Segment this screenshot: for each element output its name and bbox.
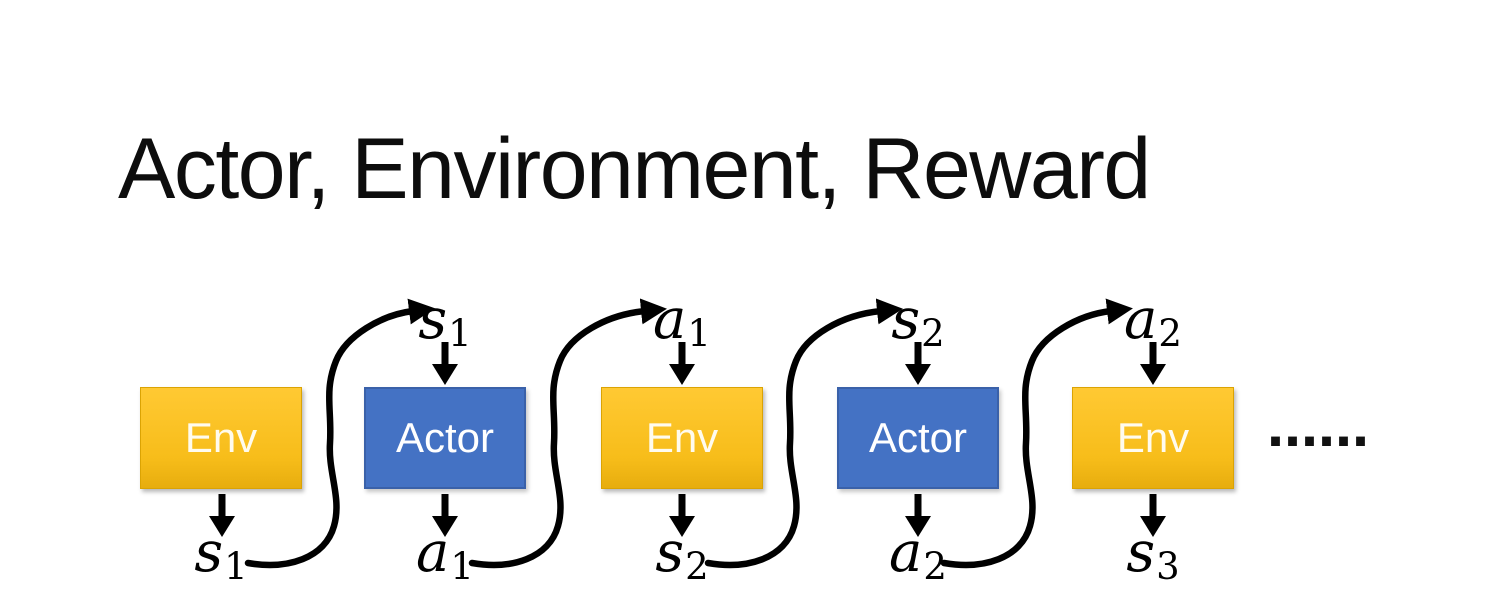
math-sub: 2 — [685, 545, 709, 589]
arrow-down-into-actor-2-icon — [905, 342, 931, 385]
actor-box-2: Actor — [837, 387, 999, 489]
arrow-down-out-env-3-icon — [1140, 494, 1166, 537]
curved-arrow-s2-icon — [704, 298, 903, 569]
env-box-2: Env — [601, 387, 763, 489]
math-sub: 1 — [448, 312, 472, 356]
bottom-label-a1: a1 — [380, 522, 510, 585]
math-sub: 1 — [450, 545, 474, 589]
math-sub: 3 — [1156, 545, 1180, 589]
math-sub: 1 — [687, 312, 711, 356]
env-box-1: Env — [140, 387, 302, 489]
arrow-down-out-actor-1-icon — [432, 494, 458, 537]
bottom-label-s3: s3 — [1088, 522, 1218, 585]
env-box-3-label: Env — [1116, 414, 1190, 461]
arrow-down-into-env-2-icon — [669, 342, 695, 385]
actor-box-1: Actor — [364, 387, 526, 489]
math-sub: 1 — [224, 545, 248, 589]
env-box-3: Env — [1072, 387, 1234, 489]
env-box-2-label: Env — [645, 414, 719, 461]
arrow-down-out-env-2-icon — [669, 494, 695, 537]
curved-arrow-s1-icon — [244, 298, 435, 569]
arrow-down-into-actor-1-icon — [432, 342, 458, 385]
arrow-down-out-actor-2-icon — [905, 494, 931, 537]
actor-box-1-label: Actor — [395, 414, 495, 461]
arrow-down-into-env-3-icon — [1140, 342, 1166, 385]
curved-arrow-a2-icon — [940, 298, 1133, 569]
math-sub: 2 — [921, 312, 945, 356]
actor-box-2-label: Actor — [868, 414, 968, 461]
slide-title: Actor, Environment, Reward — [118, 121, 1151, 217]
continuation-ellipsis: ...... — [1266, 400, 1370, 458]
bottom-label-s1: s1 — [156, 520, 286, 585]
math-sub: 2 — [1158, 312, 1182, 356]
curved-arrow-a1-icon — [468, 298, 667, 569]
env-box-1-label: Env — [184, 414, 258, 461]
math-sub: 2 — [923, 545, 947, 589]
math-base: s — [194, 520, 224, 585]
arrow-down-out-env-1-icon — [209, 494, 235, 537]
top-label-a1: a1 — [617, 289, 747, 352]
